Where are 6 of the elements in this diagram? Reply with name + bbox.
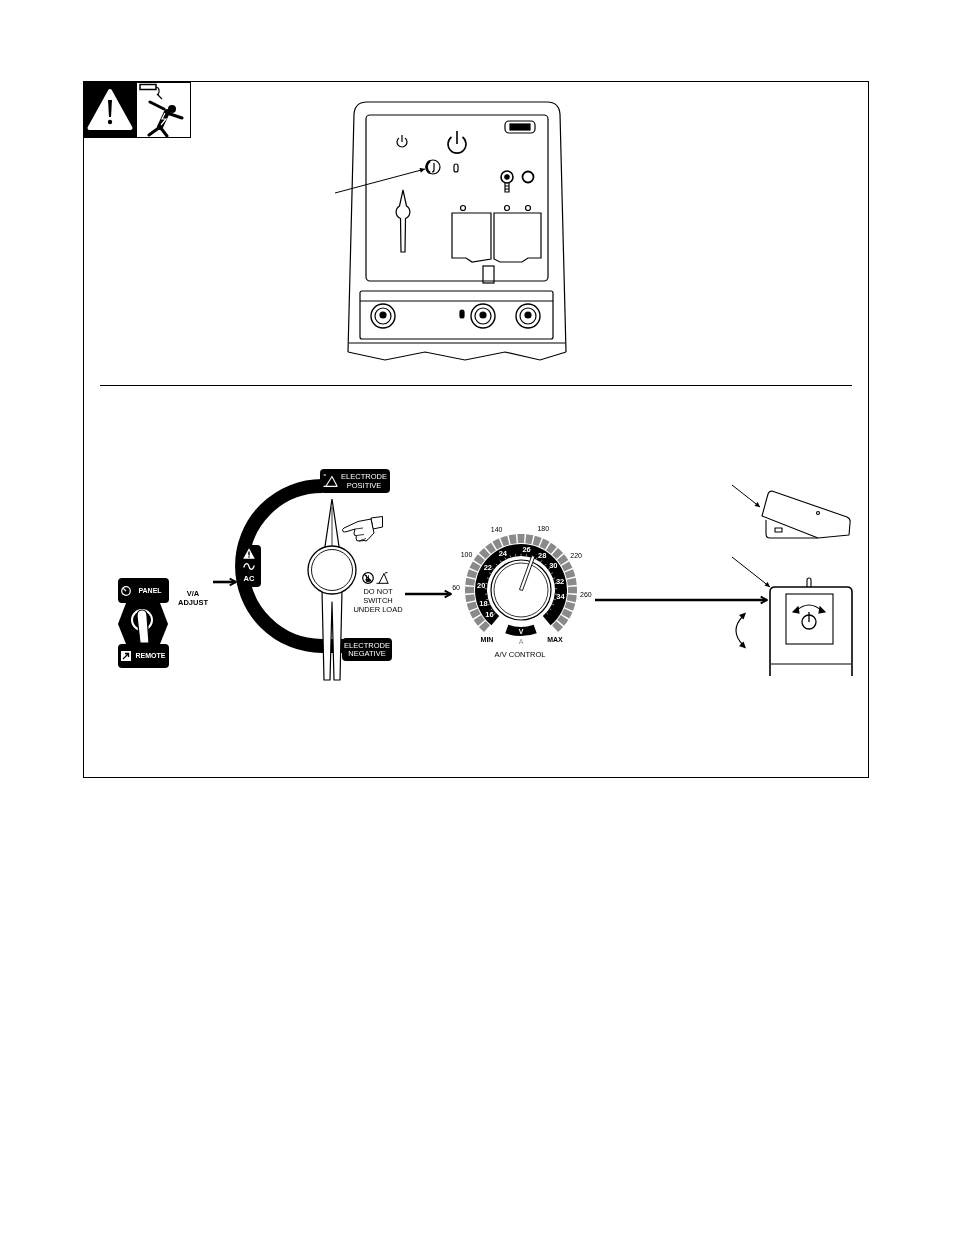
leader-line (731, 484, 761, 508)
arrow (213, 577, 237, 587)
leader-line (334, 167, 426, 194)
leader-line (731, 556, 771, 588)
arrow (595, 595, 768, 605)
arrow (405, 589, 452, 599)
